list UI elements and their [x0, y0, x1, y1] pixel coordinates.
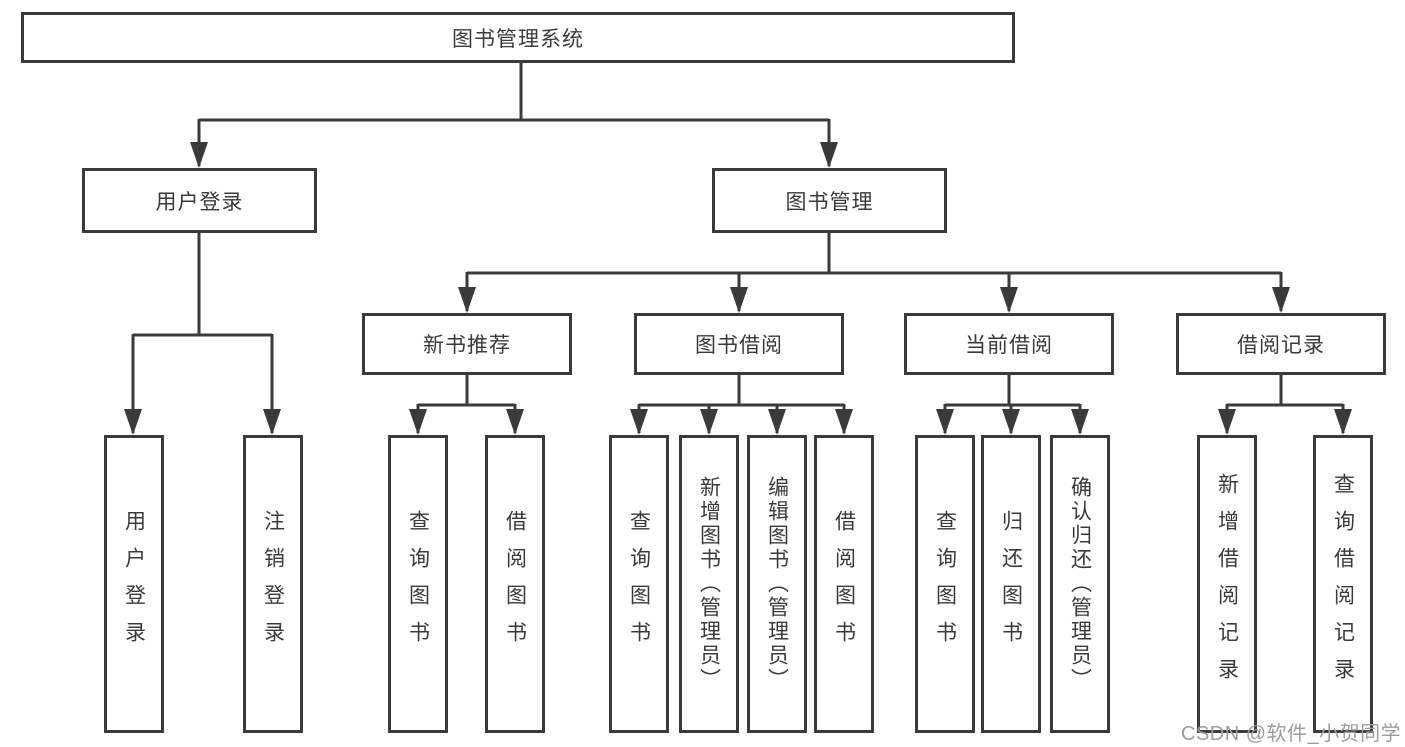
leaf-logout: 注销登录 — [243, 435, 303, 733]
node-current-borrow: 当前借阅 — [904, 313, 1114, 375]
node-label: 查询图书 — [406, 510, 430, 658]
node-label: 借阅记录 — [1237, 334, 1325, 357]
node-borrow-records: 借阅记录 — [1176, 313, 1386, 375]
leaf-confirm-return-admin: 确认归还（管理员） — [1050, 435, 1110, 733]
node-label: 图书管理 — [785, 190, 874, 214]
node-label: 新书推荐 — [423, 334, 511, 357]
node-book-borrow: 图书借阅 — [634, 313, 844, 375]
leaf-query-borrow-record: 查询借阅记录 — [1313, 435, 1373, 733]
node-label: 编辑图书（管理员） — [765, 476, 789, 692]
node-label: 查询图书 — [933, 510, 957, 658]
node-label: 新增图书（管理员） — [697, 476, 721, 692]
leaf-return-book: 归还图书 — [981, 435, 1041, 733]
leaf-edit-book-admin: 编辑图书（管理员） — [747, 435, 807, 733]
leaf-borrow-book: 借阅图书 — [814, 435, 874, 733]
node-label: 用户登录 — [155, 190, 244, 214]
node-label: 查询图书 — [627, 510, 651, 658]
leaf-query-book-borrow: 查询图书 — [609, 435, 669, 733]
node-label: 用户登录 — [122, 510, 146, 658]
leaf-borrow-book-recommend: 借阅图书 — [485, 435, 545, 733]
node-label: 借阅图书 — [832, 510, 856, 658]
node-label: 当前借阅 — [965, 334, 1053, 357]
node-label: 确认归还（管理员） — [1068, 476, 1092, 692]
leaf-add-book-admin: 新增图书（管理员） — [679, 435, 739, 733]
node-label: 借阅图书 — [503, 510, 527, 658]
node-library-management-system: 图书管理系统 — [21, 12, 1015, 63]
node-book-management: 图书管理 — [712, 168, 947, 233]
node-label: 图书借阅 — [695, 334, 783, 357]
node-label: 查询借阅记录 — [1331, 473, 1355, 695]
leaf-query-book-current: 查询图书 — [915, 435, 975, 733]
node-label: 图书管理系统 — [452, 27, 584, 51]
node-label: 新增借阅记录 — [1215, 473, 1239, 695]
leaf-query-book-recommend: 查询图书 — [388, 435, 448, 733]
node-user-login: 用户登录 — [82, 168, 317, 233]
node-label: 注销登录 — [261, 510, 285, 658]
node-label: 归还图书 — [999, 510, 1023, 658]
csdn-watermark: CSDN @软件_小贺同学 — [1181, 723, 1402, 745]
node-new-book-recommend: 新书推荐 — [362, 313, 572, 375]
leaf-add-borrow-record: 新增借阅记录 — [1197, 435, 1257, 733]
leaf-user-login: 用户登录 — [104, 435, 164, 733]
